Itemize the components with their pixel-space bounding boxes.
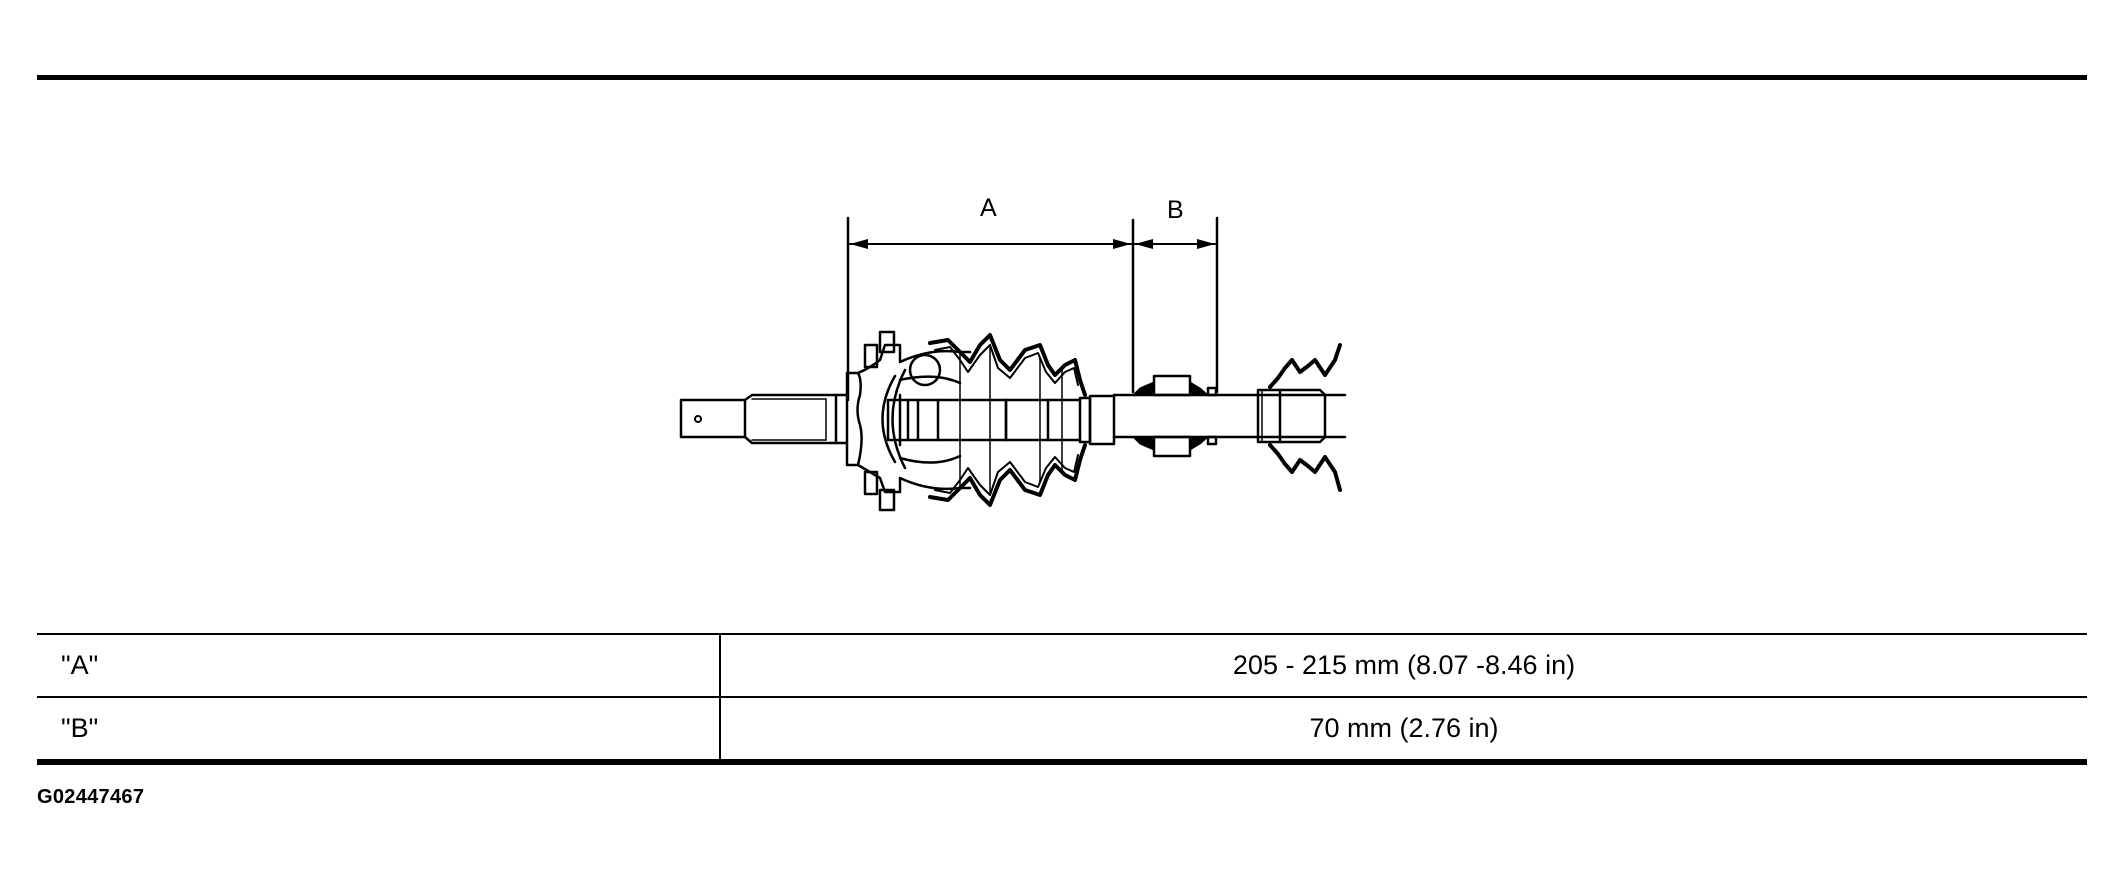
inboard-boot xyxy=(1256,343,1342,492)
dimension-lines xyxy=(846,216,1219,402)
drive-shaft-illustration xyxy=(679,216,1347,512)
row-value-b: 70 mm (2.76 in) xyxy=(720,696,2087,765)
row-label-a: "A" xyxy=(37,633,721,697)
specification-table: "A" 205 - 215 mm (8.07 -8.46 in) "B" 70 … xyxy=(37,633,2087,765)
row-value-a: 205 - 215 mm (8.07 -8.46 in) xyxy=(720,633,2087,697)
dimension-label-a: A xyxy=(980,194,997,222)
table-row: "A" 205 - 215 mm (8.07 -8.46 in) xyxy=(37,633,2087,697)
stub-shaft xyxy=(679,393,849,445)
dynamic-damper xyxy=(1132,374,1218,458)
main-shaft xyxy=(886,393,1347,446)
row-label-b: "B" xyxy=(37,696,721,765)
cv-boot xyxy=(928,333,1087,507)
drive-shaft-diagram: A B xyxy=(679,194,1347,512)
dimension-label-b: B xyxy=(1167,196,1184,224)
top-rule xyxy=(37,75,2087,80)
cv-joint-housing xyxy=(845,330,972,512)
figure-id: G02447467 xyxy=(37,786,145,808)
table-row: "B" 70 mm (2.76 in) xyxy=(37,696,2087,765)
